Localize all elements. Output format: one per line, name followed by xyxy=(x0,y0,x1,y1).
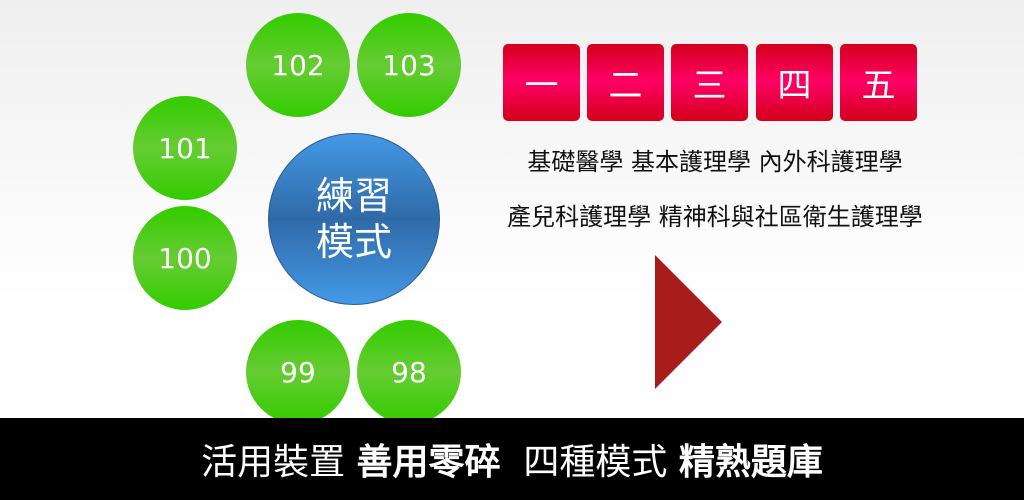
year-100-button[interactable]: 100 xyxy=(133,206,237,310)
year-101-button[interactable]: 101 xyxy=(133,96,237,200)
banner-text-2: 善用零碎 xyxy=(356,442,501,483)
banner-text-4: 精熟題庫 xyxy=(678,442,823,483)
volume-1-button[interactable]: 一 xyxy=(503,44,580,121)
banner-text-1: 活用裝置 xyxy=(201,442,357,483)
banner: 活用裝置 善用零碎 四種模式 精熟題庫 xyxy=(0,418,1024,500)
banner-text-3: 四種模式 xyxy=(500,442,679,483)
year-103-button[interactable]: 103 xyxy=(357,13,461,117)
volume-4-button[interactable]: 四 xyxy=(756,44,833,121)
practice-mode-button[interactable]: 練習 模式 xyxy=(268,133,440,305)
year-99-button[interactable]: 99 xyxy=(246,320,350,424)
practice-mode-line1: 練習 xyxy=(315,174,392,218)
practice-mode-line2: 模式 xyxy=(315,220,392,264)
volume-2-button[interactable]: 二 xyxy=(587,44,664,121)
subjects-line-1: 基礎醫學 基本護理學 內外科護理學 xyxy=(527,148,903,176)
play-arrow-icon[interactable] xyxy=(655,255,722,389)
subjects-line-2: 產兒科護理學 精神科與社區衛生護理學 xyxy=(507,203,923,231)
volume-5-button[interactable]: 五 xyxy=(840,44,917,121)
year-98-button[interactable]: 98 xyxy=(357,320,461,424)
year-102-button[interactable]: 102 xyxy=(246,13,350,117)
volume-3-button[interactable]: 三 xyxy=(671,44,748,121)
